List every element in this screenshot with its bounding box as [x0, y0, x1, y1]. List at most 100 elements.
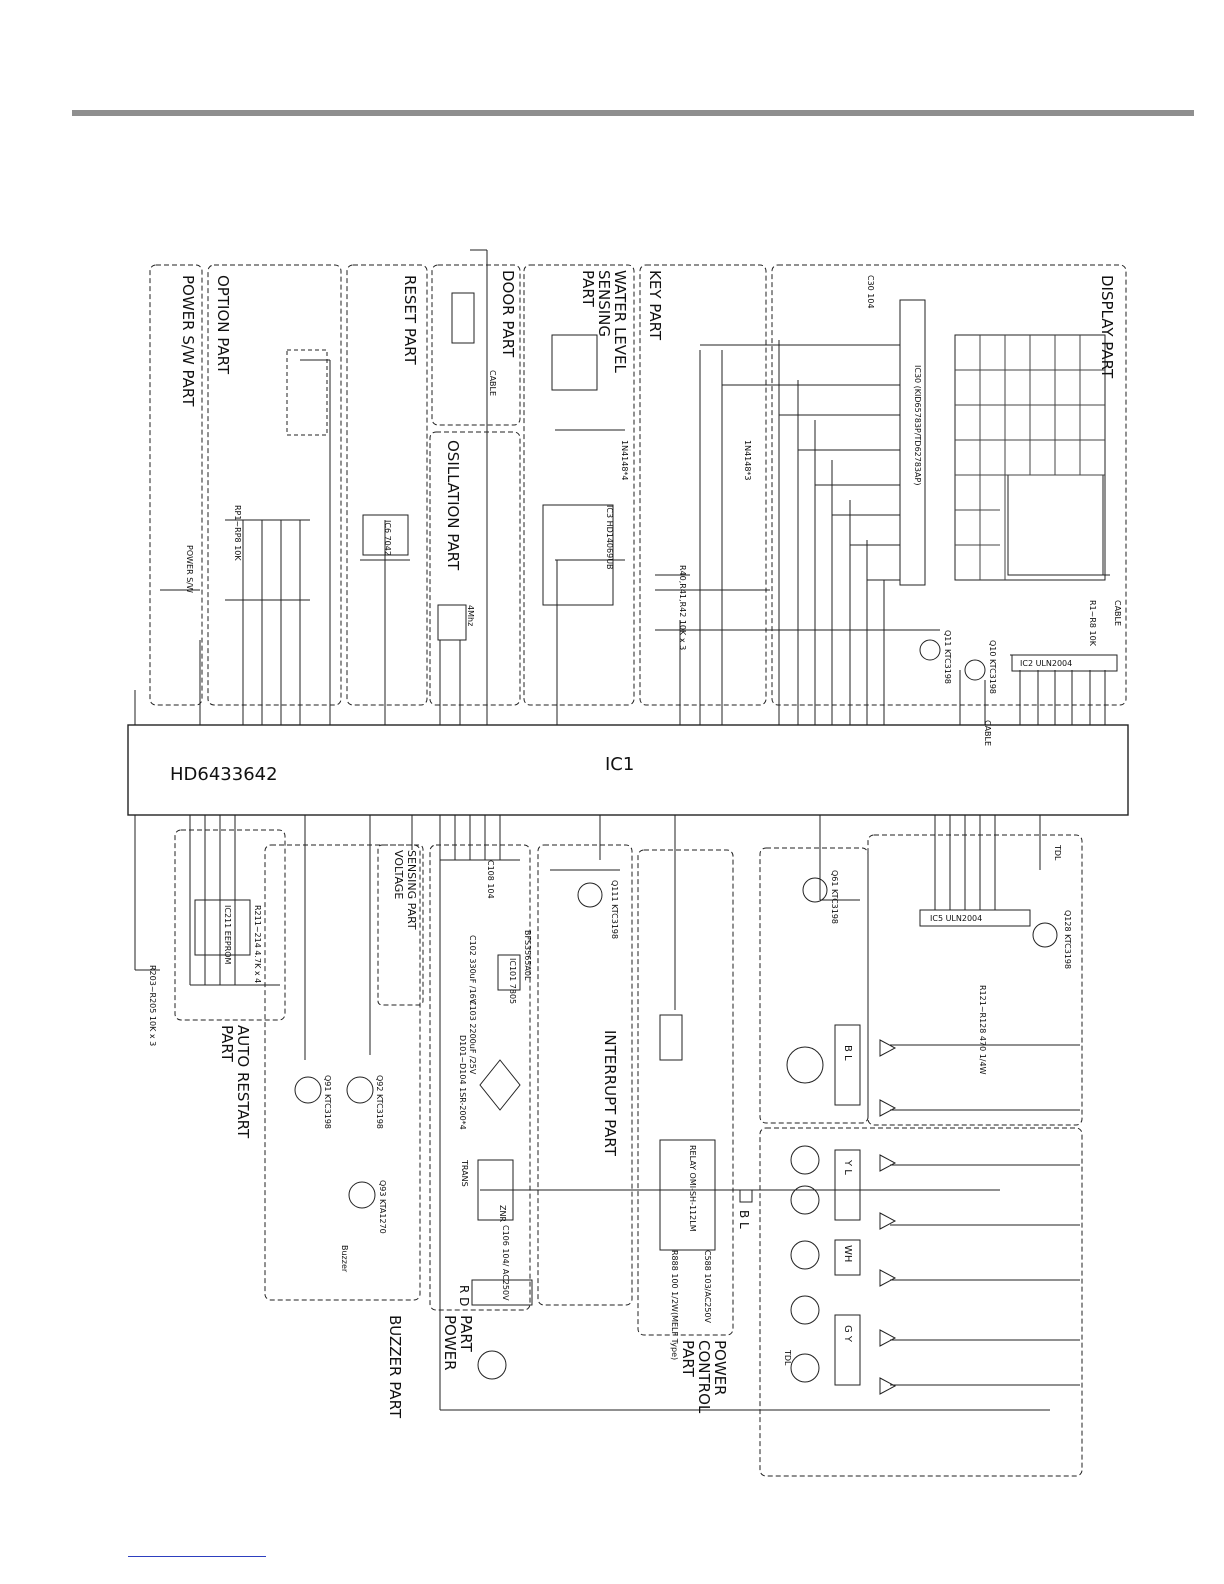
label-r40: R40,R41,R42 10K x 3 [678, 565, 687, 650]
title-auto-restart-2: PART [218, 1025, 236, 1063]
crystal-block [437, 604, 467, 641]
terminal-labels: B L R D WH G Y Y L B L [457, 1045, 853, 1343]
terminal-gy: G Y [842, 1325, 853, 1343]
section-titles-top: POWER S/W PART OPTION PART RESET PART DO… [179, 270, 1116, 571]
label-power-sw: POWER S/W [185, 545, 194, 593]
relay-block [659, 1139, 716, 1251]
label-sd1: 1N4148*3 [743, 440, 752, 481]
terminal-yl: Y L [842, 1159, 853, 1175]
section-titles-bottom: AUTO RESTART PART BUZZER PART VOLTAGE SE… [218, 850, 729, 1419]
label-ic2: IC2 ULN2004 [1020, 659, 1072, 668]
sensor-block [551, 334, 598, 391]
title-power-2: PART [457, 1315, 475, 1353]
seven-segment [1007, 474, 1104, 576]
tdl-section-outline [867, 834, 1083, 1126]
label-ic30: IC30 (KID65783P/TD62783AP) [913, 365, 922, 485]
yl-terminal [834, 1149, 861, 1221]
door-outline [431, 264, 521, 426]
label-q111: Q111 KTC3198 [610, 880, 619, 939]
ic6-block [362, 514, 409, 556]
door-switch-block [451, 292, 475, 344]
label-ic6: IC6 7042 [383, 520, 392, 556]
ic30-block [899, 299, 926, 586]
triacs [879, 1039, 897, 1395]
interrupt-outline [537, 844, 633, 1306]
ic211-block [194, 899, 251, 956]
component-labels: IC30 (KID65783P/TD62783AP) IC2 ULN2004 I… [148, 275, 1122, 1366]
label-d101: D101~D104 1SR-200*4 [458, 1035, 467, 1130]
label-c103: C103 2200uF /25V [468, 1000, 477, 1075]
title-reset: RESET PART [401, 275, 419, 366]
label-buzzer: Buzzer [340, 1245, 349, 1273]
label-c106: C106 104/ AC250V [501, 1225, 510, 1301]
option-block [286, 349, 328, 436]
voltage-sensing-outline [377, 844, 424, 1006]
ic101-block [497, 954, 521, 991]
title-power-1: POWER [441, 1315, 459, 1371]
label-c30: C30 104 [866, 275, 875, 309]
key-outline [639, 264, 767, 706]
label-bfs: BFS3565A0L [523, 930, 532, 981]
label-r121: R121~R128 470 1/4W [978, 985, 987, 1075]
lamp-tdl [790, 1353, 820, 1383]
section-outlines [149, 264, 1127, 1477]
label-tdl-top: TDL [1053, 844, 1062, 861]
ic5-block [919, 909, 1031, 927]
label-sd51: 1N4148*4 [620, 440, 629, 481]
title-water-level-3: PART [579, 270, 597, 308]
gy-terminal [834, 1314, 861, 1386]
title-door: DOOR PART [499, 270, 517, 358]
label-r203: R203~R205 10K x 3 [148, 965, 157, 1046]
lamp-1 [790, 1145, 820, 1175]
buzzer-outline [264, 844, 421, 1301]
label-tdl-lamp: TDL [783, 1349, 792, 1366]
ic1-label: IC1 [605, 754, 634, 775]
top-horizontal-wires [160, 249, 1110, 656]
ic1-block [127, 724, 1129, 816]
label-q92: Q92 KTC3198 [375, 1075, 384, 1129]
title-power-control-1: POWER [711, 1340, 729, 1396]
motor-terminal [834, 1024, 861, 1106]
lamp-4 [790, 1295, 820, 1325]
ic1-labels: HD6433642 IC1 [170, 754, 634, 785]
label-c102: C102 330uF /16V [468, 935, 477, 1005]
terminal-bl-motor: B L [842, 1045, 853, 1061]
title-auto-restart-1: AUTO RESTART [234, 1025, 252, 1139]
title-power-control-3: PART [679, 1340, 697, 1378]
label-ic5: IC5 ULN2004 [930, 914, 982, 923]
label-q11: Q11 KTC3198 [943, 630, 952, 684]
bottom-horizontal-wires [135, 859, 1080, 1411]
display-outline [771, 264, 1127, 706]
option-outline [207, 264, 342, 706]
label-relay: RELAY OMI-SH-112LM [688, 1145, 697, 1232]
title-power-control-2: CONTROL [695, 1340, 713, 1414]
display-grid-lines [955, 335, 1105, 580]
label-c108: C108 104 [486, 860, 495, 899]
lamp-2 [790, 1185, 820, 1215]
title-voltage-1: VOLTAGE [392, 850, 405, 899]
label-q128: Q128 KTC3198 [1063, 910, 1072, 969]
water-level-outline [523, 264, 635, 706]
auto-restart-outline [174, 829, 286, 1021]
title-key: KEY PART [646, 270, 664, 341]
power-part-outline [429, 844, 531, 1311]
motor-section-outline [759, 847, 869, 1124]
label-c588: C588 103/AC250V [703, 1250, 712, 1324]
top-rule [72, 110, 1194, 116]
label-crystal: 4Mhz [466, 605, 475, 626]
title-power-sw: POWER S/W PART [179, 275, 197, 407]
transformer-block [477, 1159, 514, 1221]
label-cable-right: CABLE [1113, 600, 1122, 626]
terminal-bl-power: B L [737, 1210, 751, 1229]
power-sw-outline [149, 264, 203, 706]
title-buzzer: BUZZER PART [386, 1315, 404, 1419]
label-trans: TRANS [460, 1159, 469, 1187]
title-interrupt: INTERRUPT PART [601, 1030, 619, 1157]
title-voltage-2: SENSING PART [405, 850, 418, 930]
label-q10: Q10 KTC3198 [988, 640, 997, 694]
label-cable-top: CABLE [488, 370, 497, 396]
ac-source [477, 1350, 507, 1380]
label-ic101: IC101 7805 [508, 958, 517, 1004]
label-r1-r8: R1~R8 10K [1088, 600, 1097, 647]
top-bus-lines [134, 250, 1106, 725]
